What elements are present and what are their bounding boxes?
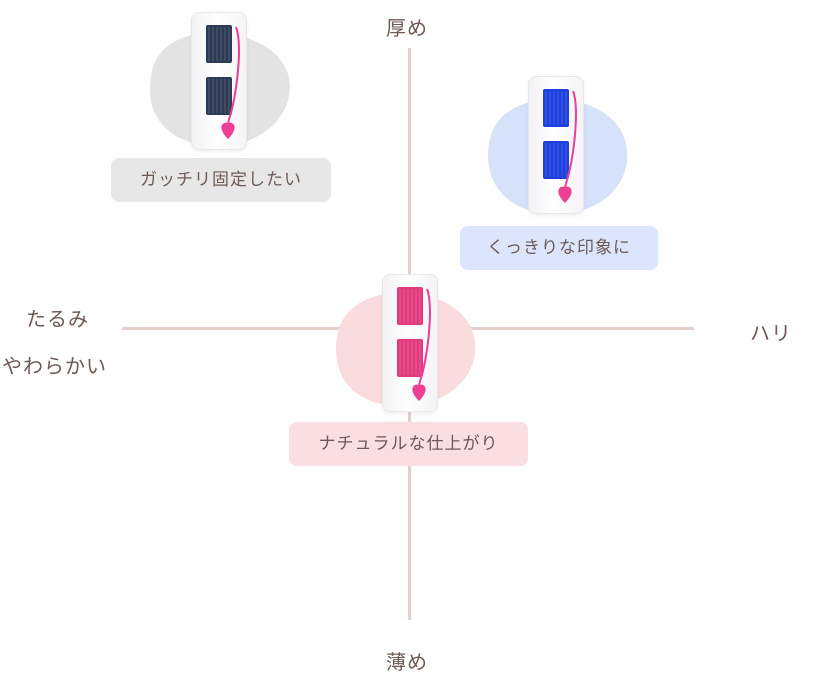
lash-product-image-black	[191, 12, 247, 150]
tag-natural: ナチュラルな仕上がり	[289, 422, 528, 466]
axis-label-left-line1: たるみ	[26, 307, 89, 331]
tag-gachiri: ガッチリ固定したい	[111, 158, 331, 202]
axis-label-left-line2: やわらかい	[2, 354, 107, 378]
lash-product-image-pink	[382, 274, 438, 412]
axis-label-bottom: 薄め	[386, 650, 428, 674]
axis-label-right: ハリ	[750, 321, 792, 345]
axis-label-top: 厚め	[386, 16, 428, 40]
lash-product-image-blue	[528, 76, 584, 214]
tag-kukkiri: くっきりな印象に	[460, 226, 658, 270]
